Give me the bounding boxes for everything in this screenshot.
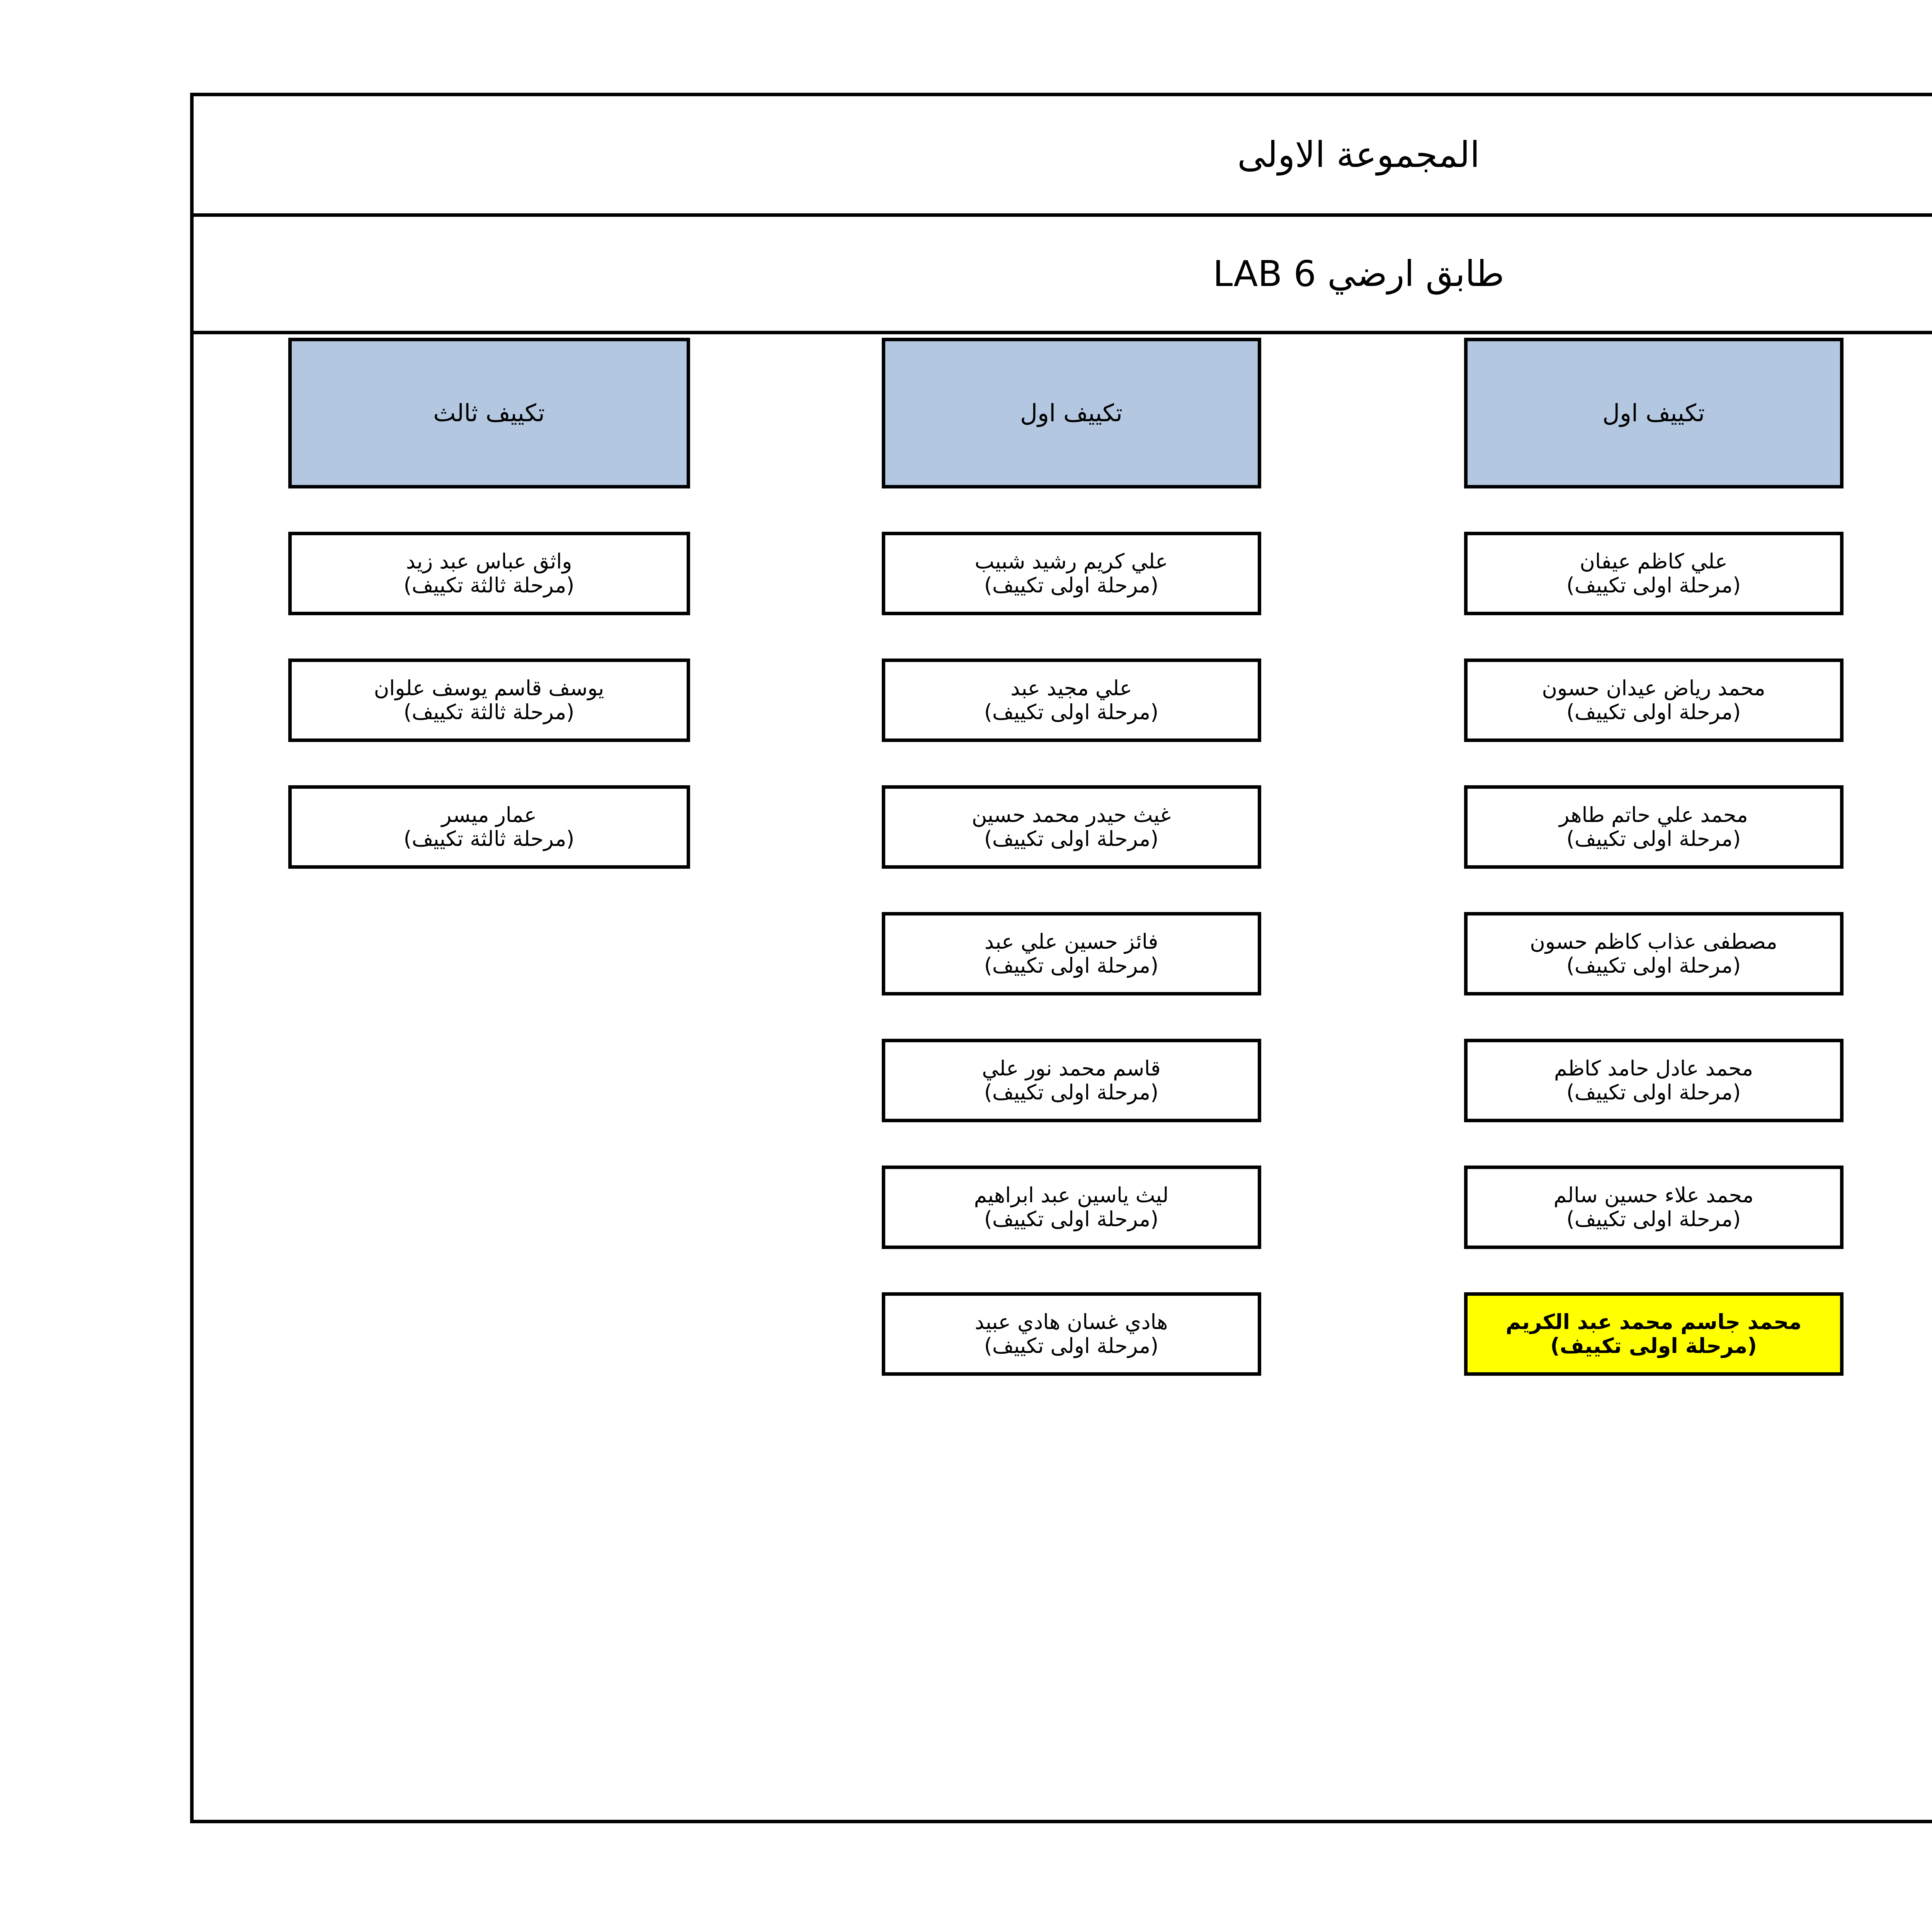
student-name: غيث حيدر محمد حسين	[971, 803, 1171, 827]
student-stage: (مرحلة اولى تكييف)	[984, 827, 1159, 851]
student-stage: (مرحلة اولى تكييف)	[1566, 827, 1741, 851]
student-card[interactable]: غيث حيدر محمد حسين(مرحلة اولى تكييف)	[881, 785, 1261, 869]
student-card[interactable]: علي مجيد عبد(مرحلة اولى تكييف)	[881, 659, 1261, 742]
student-name: محمد عادل حامد كاظم	[1554, 1056, 1753, 1081]
student-name: واثق عباس عبد زيد	[406, 549, 572, 574]
column-header-2[interactable]: تكييف اول	[1464, 338, 1844, 488]
student-card[interactable]: عمار ميسر(مرحلة ثالثة تكييف)	[288, 785, 690, 869]
student-stage: (مرحلة اولى تكييف)	[1566, 700, 1741, 724]
student-name: قاسم محمد نور علي	[982, 1056, 1161, 1081]
student-card[interactable]: هادي غسان هادي عبيد(مرحلة اولى تكييف)	[881, 1292, 1261, 1376]
student-name: محمد علاء حسين سالم	[1553, 1183, 1754, 1208]
student-name: محمد علي حاتم طاهر	[1559, 803, 1748, 827]
column-header-label: تكييف اول	[1602, 398, 1705, 427]
student-card-highlighted[interactable]: محمد جاسم محمد عبد الكريم(مرحلة اولى تكي…	[1464, 1292, 1844, 1376]
column-header-4[interactable]: تكييف ثالث	[288, 338, 690, 488]
student-stage: (مرحلة اولى تكييف)	[1566, 953, 1741, 978]
schedule-table: المجموعة الاولى طابق ارضي LAB 6 تكييف او…	[190, 93, 1932, 1823]
student-card[interactable]: ليث ياسين عبد ابراهيم(مرحلة اولى تكييف)	[881, 1166, 1261, 1249]
student-name: علي مجيد عبد	[1010, 676, 1132, 701]
student-card[interactable]: محمد رياض عيدان حسون(مرحلة اولى تكييف)	[1464, 659, 1844, 742]
student-name: علي كريم رشيد شبيب	[975, 549, 1168, 574]
student-stage: (مرحلة اولى تكييف)	[1566, 1080, 1741, 1104]
floor-lab-text: طابق ارضي LAB 6	[1213, 253, 1505, 294]
student-stage: (مرحلة اولى تكييف)	[984, 573, 1159, 597]
student-name: هادي غسان هادي عبيد	[975, 1310, 1168, 1334]
student-name: علي كاظم عيفان	[1580, 549, 1728, 574]
student-card[interactable]: محمد علي حاتم طاهر(مرحلة اولى تكييف)	[1464, 785, 1844, 869]
group-title-text: المجموعة الاولى	[1237, 134, 1480, 175]
group-title-banner: المجموعة الاولى	[194, 96, 1932, 217]
student-stage: (مرحلة اولى تكييف)	[1550, 1334, 1757, 1358]
student-name: فائز حسين علي عبد	[984, 929, 1158, 954]
student-card[interactable]: يوسف قاسم يوسف علوان(مرحلة ثالثة تكييف)	[288, 659, 690, 742]
column-header-3[interactable]: تكييف اول	[881, 338, 1261, 488]
student-name: ليث ياسين عبد ابراهيم	[974, 1183, 1169, 1208]
student-stage: (مرحلة اولى تكييف)	[1566, 573, 1741, 597]
student-card[interactable]: مصطفى عذاب كاظم حسون(مرحلة اولى تكييف)	[1464, 912, 1844, 995]
student-name: محمد جاسم محمد عبد الكريم	[1505, 1310, 1802, 1334]
student-card[interactable]: قاسم محمد نور علي(مرحلة اولى تكييف)	[881, 1039, 1261, 1122]
student-card[interactable]: فائز حسين علي عبد(مرحلة اولى تكييف)	[881, 912, 1261, 995]
student-card[interactable]: واثق عباس عبد زيد(مرحلة ثالثة تكييف)	[288, 532, 690, 615]
column-header-label: تكييف ثالث	[433, 398, 545, 427]
student-name: يوسف قاسم يوسف علوان	[374, 676, 604, 701]
student-name: عمار ميسر	[441, 803, 537, 827]
student-stage: (مرحلة ثالثة تكييف)	[403, 573, 575, 597]
floor-lab-banner: طابق ارضي LAB 6	[194, 217, 1932, 334]
student-stage: (مرحلة ثالثة تكييف)	[403, 827, 575, 851]
student-stage: (مرحلة اولى تكييف)	[984, 953, 1159, 978]
student-name: محمد رياض عيدان حسون	[1542, 676, 1765, 701]
student-stage: (مرحلة اولى تكييف)	[1566, 1207, 1741, 1231]
student-card[interactable]: علي كريم رشيد شبيب(مرحلة اولى تكييف)	[881, 532, 1261, 615]
student-card[interactable]: علي كاظم عيفان(مرحلة اولى تكييف)	[1464, 532, 1844, 615]
student-name: مصطفى عذاب كاظم حسون	[1530, 929, 1777, 954]
student-stage: (مرحلة اولى تكييف)	[984, 1334, 1159, 1358]
student-stage: (مرحلة اولى تكييف)	[984, 1080, 1159, 1104]
student-card[interactable]: محمد علاء حسين سالم(مرحلة اولى تكييف)	[1464, 1166, 1844, 1249]
student-card[interactable]: محمد عادل حامد كاظم(مرحلة اولى تكييف)	[1464, 1039, 1844, 1122]
student-stage: (مرحلة اولى تكييف)	[984, 1207, 1159, 1231]
column-header-label: تكييف اول	[1020, 398, 1123, 427]
student-stage: (مرحلة ثالثة تكييف)	[403, 700, 575, 724]
student-stage: (مرحلة اولى تكييف)	[984, 700, 1159, 724]
